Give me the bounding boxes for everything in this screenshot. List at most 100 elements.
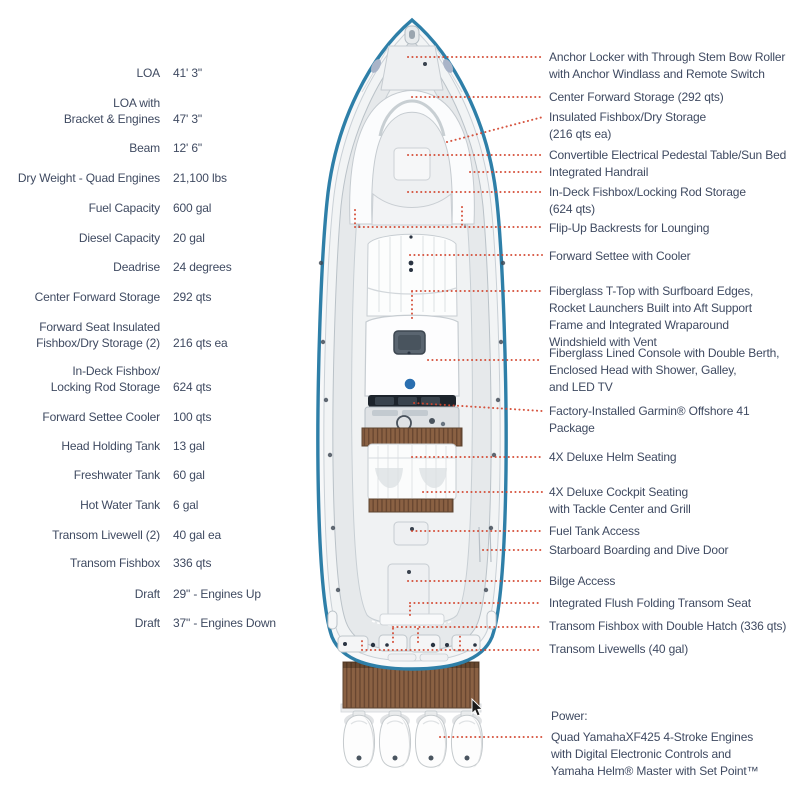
spec-value: 20 gal bbox=[173, 231, 205, 245]
spec-value: 600 gal bbox=[173, 201, 212, 215]
spec-row: Forward Settee Cooler 100 qts bbox=[12, 409, 312, 425]
outboard-engine bbox=[451, 710, 483, 768]
spec-label: Head Holding Tank bbox=[61, 439, 160, 453]
spec-label: Deadrise bbox=[113, 260, 160, 274]
spec-label: Hot Water Tank bbox=[80, 498, 160, 512]
helm-seating bbox=[367, 443, 457, 513]
spec-value: 13 gal bbox=[173, 439, 205, 453]
spec-label: Diesel Capacity bbox=[78, 231, 160, 245]
spec-label: Draft bbox=[134, 587, 160, 601]
callout-item: Fiberglass Lined Console with Double Ber… bbox=[549, 346, 780, 394]
floor-seam bbox=[371, 620, 453, 628]
spec-value: 6 gal bbox=[173, 498, 199, 512]
anchor-locker bbox=[404, 25, 420, 45]
spec-row: Transom Livewell (2)40 gal ea bbox=[12, 527, 312, 543]
spec-value: 292 qts bbox=[173, 290, 212, 304]
spec-row: Transom Fishbox 336 qts bbox=[12, 555, 312, 571]
callout-item: 4X Deluxe Helm Seating bbox=[549, 450, 677, 464]
pedestal-table bbox=[393, 147, 431, 181]
spec-value: 336 qts bbox=[173, 556, 212, 570]
spec-label: Transom Fishbox bbox=[69, 556, 160, 570]
leader-lines bbox=[354, 56, 544, 738]
center-console bbox=[364, 314, 460, 397]
spec-row: In-Deck Fishbox/ Locking Rod Storage 624 … bbox=[12, 363, 312, 395]
callout-item: Bilge Access bbox=[549, 574, 616, 588]
cursor-icon bbox=[471, 697, 484, 717]
forward-settee bbox=[349, 90, 475, 226]
spec-label: In-Deck Fishbox/ Locking Rod Storage bbox=[50, 364, 160, 394]
outboard-engine bbox=[343, 710, 375, 768]
console-lounge-seat bbox=[366, 233, 458, 317]
callout-item: Starboard Boarding and Dive Door bbox=[549, 543, 729, 557]
spec-value: 624 qts bbox=[173, 380, 212, 394]
spec-label: Transom Livewell (2) bbox=[52, 528, 160, 542]
spec-value: 12' 6" bbox=[173, 141, 203, 155]
leader-transom-livewells bbox=[361, 633, 543, 651]
callout-item: Integrated Flush Folding Transom Seat bbox=[549, 596, 751, 610]
spec-value: 47' 3" bbox=[173, 112, 203, 126]
leader-transom-fishbox bbox=[392, 626, 543, 643]
spec-value: 24 degrees bbox=[173, 260, 232, 274]
leader-transom-seat bbox=[409, 602, 543, 616]
fuel-tank-hatch bbox=[393, 521, 429, 546]
spec-label: Forward Settee Cooler bbox=[42, 410, 160, 424]
spec-label: LOA with Bracket & Engines bbox=[63, 96, 160, 126]
bow-storage-hatch bbox=[361, 45, 463, 93]
spec-row: Draft 37" - Engines Down bbox=[12, 615, 312, 631]
callout-item: Fiberglass T-Top with Surfboard Edges, R… bbox=[549, 284, 754, 349]
spec-label: LOA bbox=[136, 66, 160, 80]
settee-filler-cushion bbox=[371, 192, 453, 226]
callout-item: Flip-Up Backrests for Lounging bbox=[549, 221, 710, 235]
callout-item: Anchor Locker with Through Stem Bow Roll… bbox=[549, 50, 786, 81]
outboard-engines bbox=[343, 710, 483, 768]
spec-row: Dry Weight - Quad Engines 21,100 lbs bbox=[12, 170, 312, 186]
spec-label: Beam bbox=[129, 141, 160, 155]
outboard-engine bbox=[415, 710, 447, 768]
callout-item: Factory-Installed Garmin® Offshore 41 Pa… bbox=[549, 404, 750, 435]
console-emblem bbox=[403, 377, 417, 391]
leader-ttop bbox=[411, 290, 543, 319]
spec-row: Forward Seat Insulated Fishbox/Dry Stora… bbox=[12, 319, 312, 351]
spec-value: 29" - Engines Up bbox=[173, 587, 261, 601]
transom-hatches bbox=[337, 634, 481, 662]
callout-item: Center Forward Storage (292 qts) bbox=[549, 90, 724, 104]
spec-row: Center Forward Storage 292 qts bbox=[12, 289, 312, 305]
leader-flipup-backrests bbox=[354, 206, 543, 228]
spec-value: 41' 3" bbox=[173, 66, 203, 80]
dive-door-seam bbox=[478, 526, 492, 563]
spec-row: LOA 41' 3" bbox=[12, 65, 312, 81]
spec-value: 21,100 lbs bbox=[173, 171, 227, 185]
spec-label: Center Forward Storage bbox=[34, 290, 161, 304]
spec-value: 37" - Engines Down bbox=[173, 616, 276, 630]
power-body: Quad YamahaXF425 4-Stroke Engines with D… bbox=[551, 730, 759, 778]
spec-label: Dry Weight - Quad Engines bbox=[17, 171, 160, 185]
spec-label: Draft bbox=[134, 616, 160, 630]
spec-row: Head Holding Tank 13 gal bbox=[12, 438, 312, 454]
callout-item: Insulated Fishbox/Dry Storage (216 qts e… bbox=[549, 110, 707, 141]
spec-value: 216 qts ea bbox=[173, 336, 228, 350]
helm-dashboard bbox=[364, 395, 460, 437]
spec-value: 60 gal bbox=[173, 468, 205, 482]
spec-value: 100 qts bbox=[173, 410, 212, 424]
spec-row: Deadrise 24 degrees bbox=[12, 259, 312, 275]
spec-row: Beam 12' 6" bbox=[12, 140, 312, 156]
spec-row: LOA with Bracket & Engines 47' 3" bbox=[12, 95, 312, 127]
spec-row: Hot Water Tank 6 gal bbox=[12, 497, 312, 513]
callout-item: Transom Livewells (40 gal) bbox=[549, 642, 689, 656]
settee-backrest-line bbox=[378, 99, 446, 137]
cockpit-seat-teak-step bbox=[368, 498, 454, 513]
spec-label: Freshwater Tank bbox=[73, 468, 160, 482]
callout-item: In-Deck Fishbox/Locking Rod Storage (624… bbox=[549, 185, 746, 216]
transom-seat bbox=[379, 613, 445, 626]
bow-nav-lights bbox=[371, 59, 453, 73]
helm-teak-floor bbox=[361, 427, 463, 447]
gunwale-fittings bbox=[318, 260, 506, 593]
callout-item: Forward Settee with Cooler bbox=[549, 249, 691, 263]
callout-item: Integrated Handrail bbox=[549, 165, 649, 179]
spec-row: Freshwater Tank 60 gal bbox=[12, 467, 312, 483]
spec-label: Forward Seat Insulated Fishbox/Dry Stora… bbox=[36, 320, 160, 350]
callout-item: Transom Fishbox with Double Hatch (336 q… bbox=[549, 619, 787, 633]
leader-garmin bbox=[413, 402, 543, 412]
